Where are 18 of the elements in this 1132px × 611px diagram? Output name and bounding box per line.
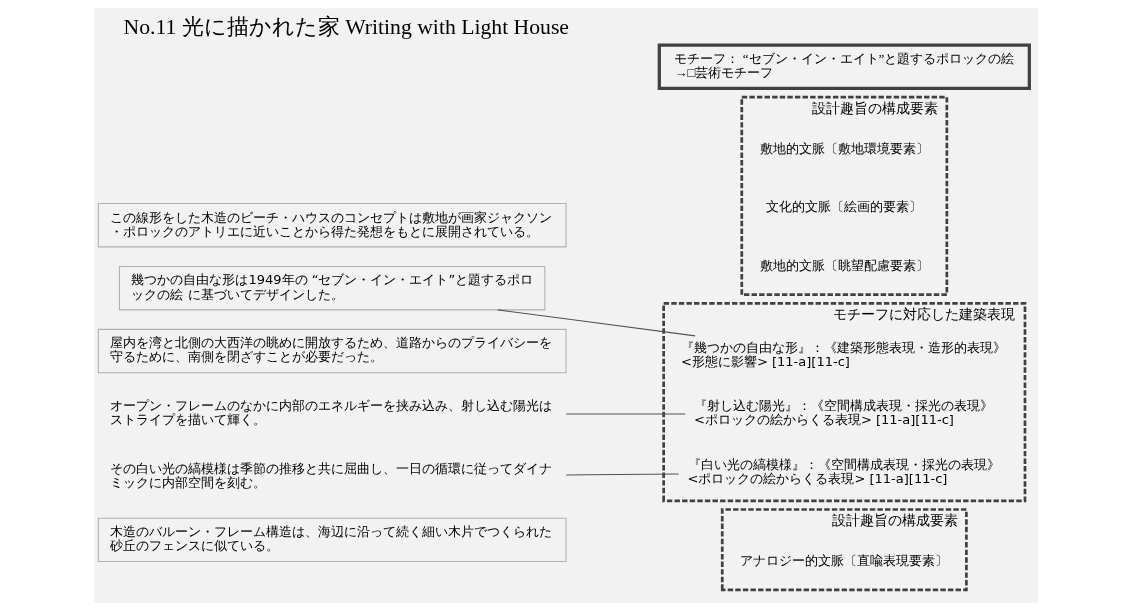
connector	[565, 473, 680, 476]
node-text: アナロジー的文脈〔直喩表現要素〕	[740, 552, 949, 568]
node-text: その白い光の縞模様は季節の推移と共に屈曲し、一日の循環に従ってダイナミックに内部空間を刻む。	[110, 461, 553, 491]
node-text: 『射し込む陽光』：《空間構成表現・採光の表現》 <ポロックの絵からくる表現> [11-a][11-c]	[694, 398, 994, 428]
node-text: 『白い光の縞模様』：《空間構成表現・採光の表現》 <ポロックの絵からくる表現> [11-a][11-c]	[687, 456, 1000, 487]
node-box: モチーフ： “セブン・イン・エイト”と題するポロックの絵 →□芸術モチーフ	[657, 43, 1031, 91]
node-box: この線形をした木造のビーチ・ハウスのコンセプトは敷地が画家ジャクソン・ポロックのアトリエに近いことから得た発想をもとに展開されている。	[97, 202, 567, 248]
diagram-title: No.11 光に描かれた家 Writing with Light House	[123, 15, 570, 40]
connector	[497, 309, 696, 337]
node-text: 文化的文脈〔絵画的要素〕	[766, 199, 923, 215]
node-box: 幾つかの自由な形は1949年の “セブン・イン・エイト”と題するポロックの絵 に基づいてデザインした。	[118, 265, 546, 311]
node-text: オープン・フレームのなかに内部のエネルギーを挟み込み、射し込む陽光はストライプを描いて輝く。	[110, 398, 553, 428]
connector	[565, 413, 686, 415]
node-text: 敷地的文脈〔眺望配慮要素〕	[759, 257, 929, 273]
node-box: 木造のバルーン・フレーム構造は、海辺に沿って続く細い木片でつくられた砂丘のフェンスに似ている。	[97, 517, 567, 563]
node-text: 敷地的文脈〔敷地環境要素〕	[759, 140, 929, 156]
node-box: 屋内を湾と北側の大西洋の眺めに開放するため、道路からのプライバシーを守るために、南側を閉ざすことが必要だった。	[97, 328, 567, 374]
node-text: 『幾つかの自由な形』：《建築形態表現・造形的表現》 <形態に影響> [11-a][11-c]	[681, 339, 1007, 369]
